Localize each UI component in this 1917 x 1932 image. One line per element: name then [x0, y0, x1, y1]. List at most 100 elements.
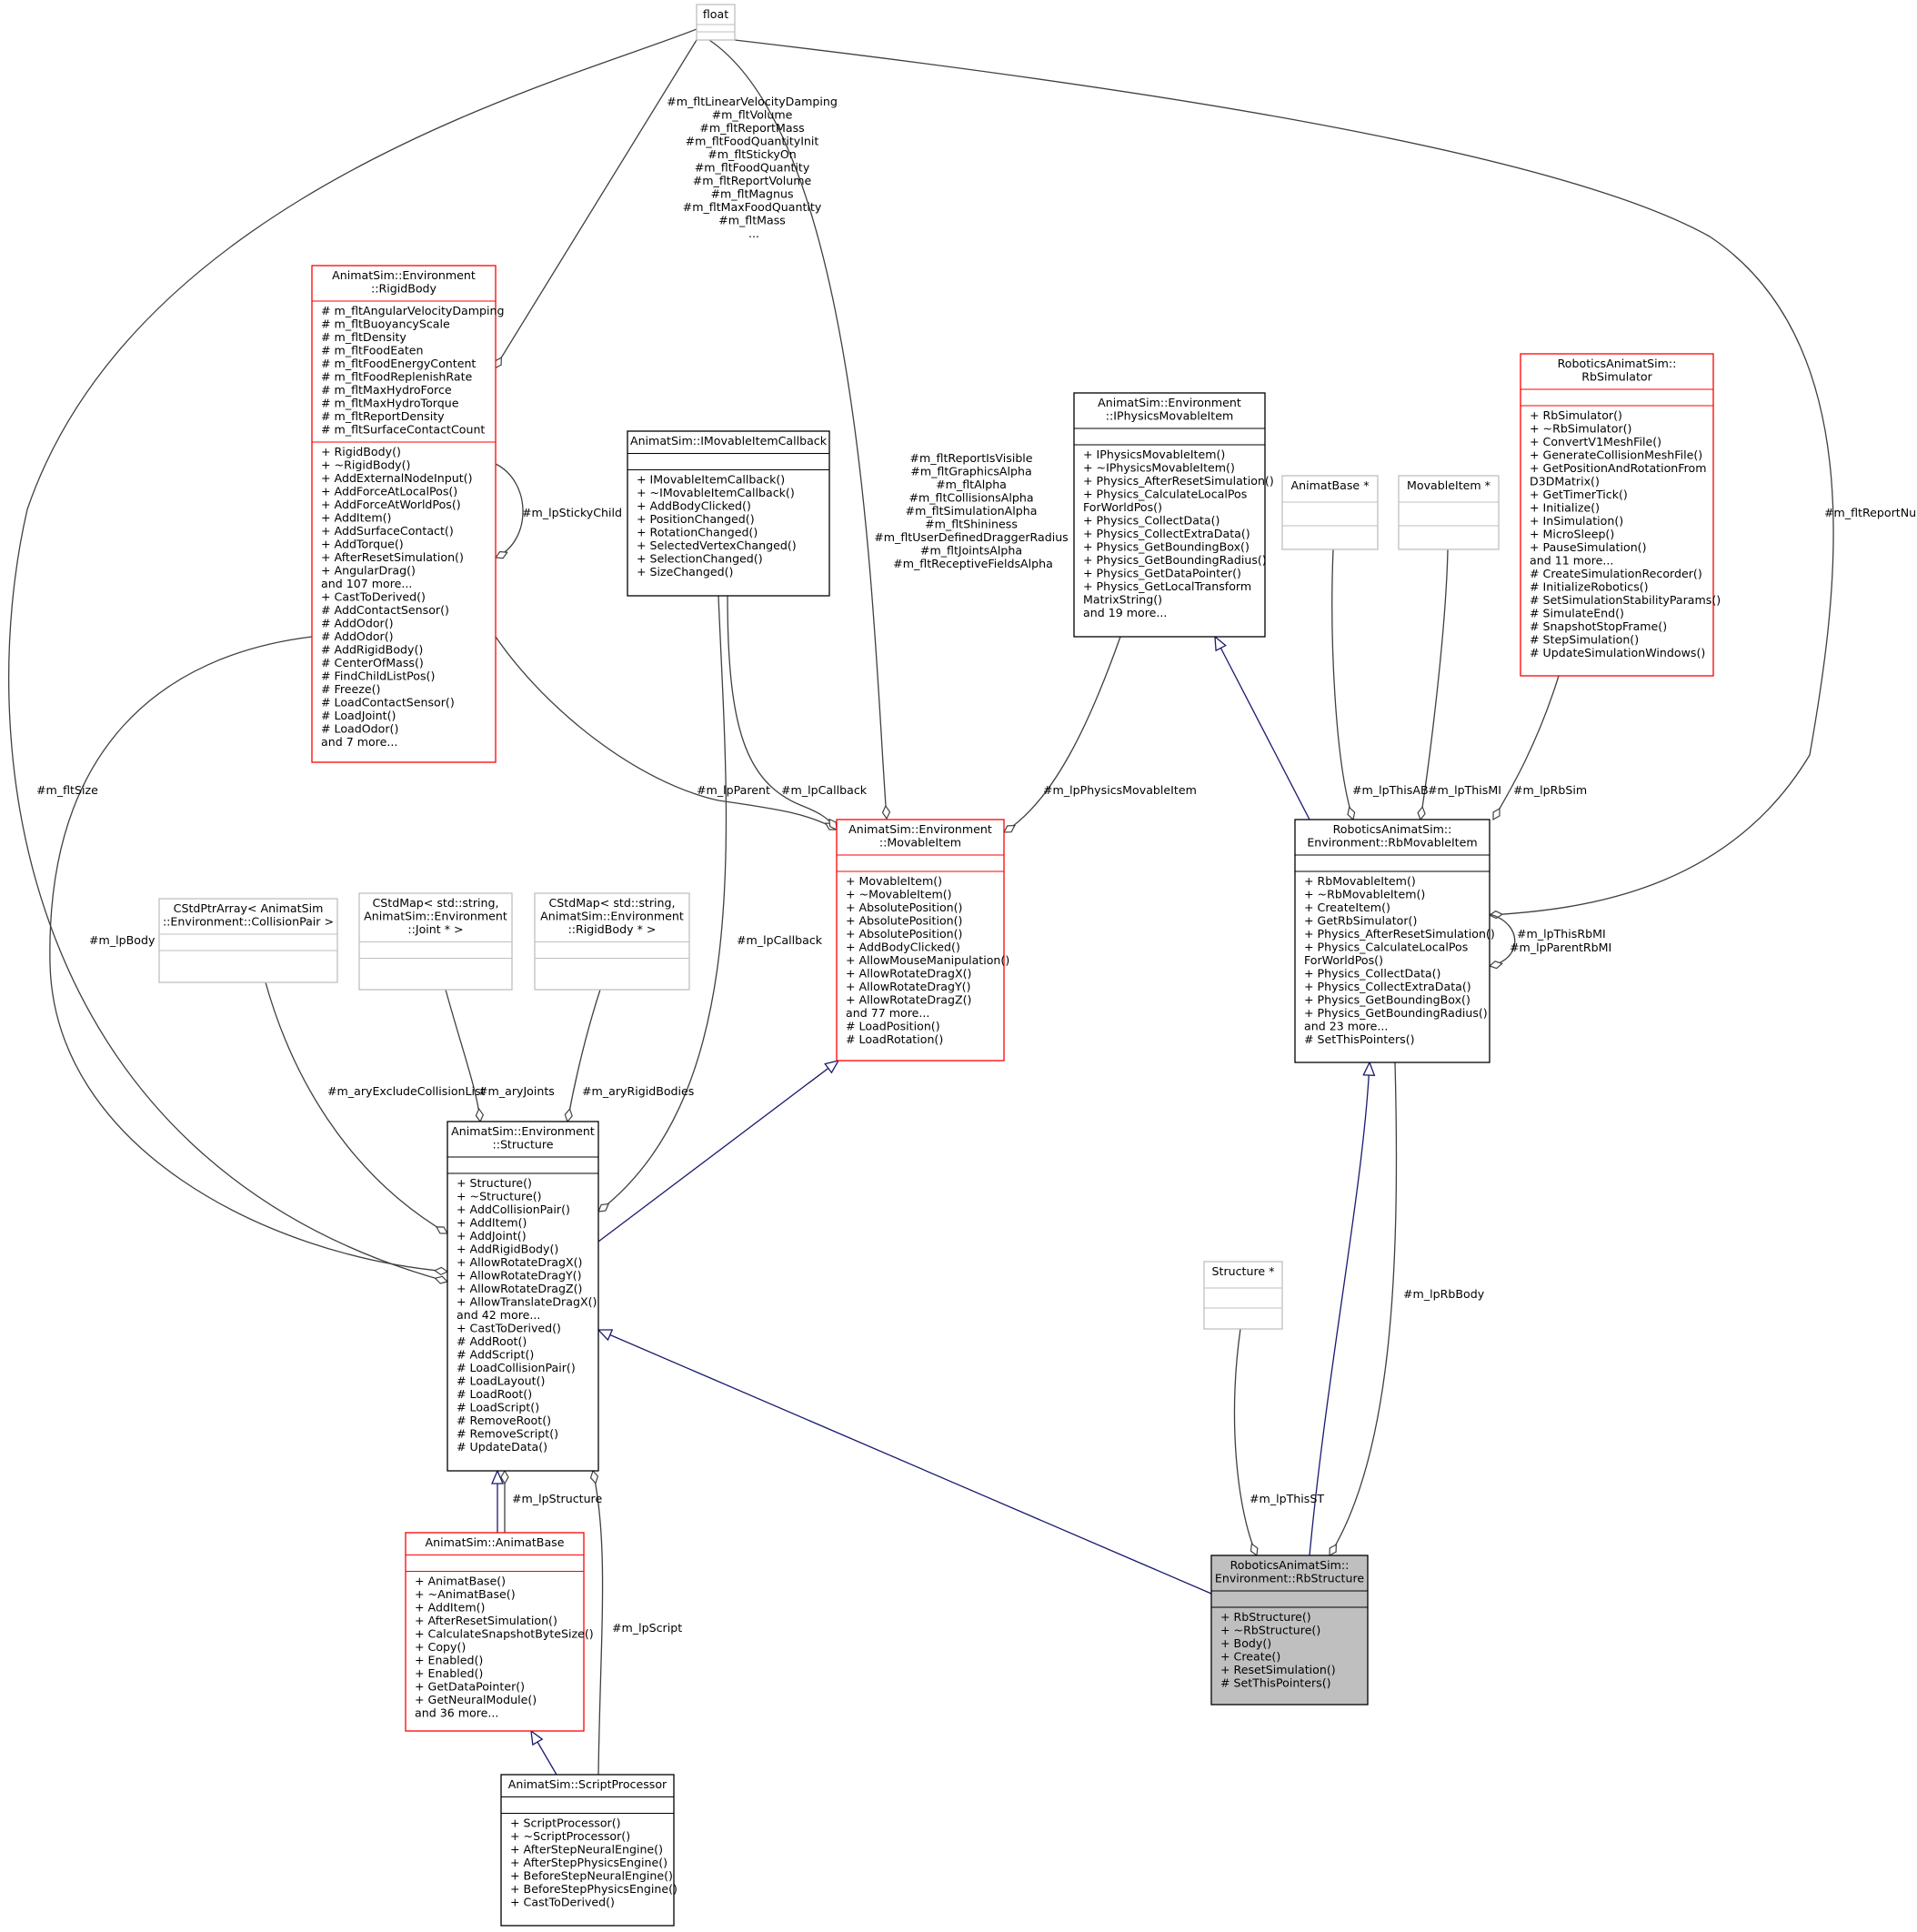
class-method: + Initialize(): [1530, 501, 1600, 515]
class-title: AnimatSim::Environment: [364, 910, 507, 923]
edge-iphysics-movable: [1004, 636, 1121, 832]
label-lpthisrbmi: #m_lpThisRbMI: [1517, 927, 1606, 941]
class-node-scriptproc[interactable]: AnimatSim::ScriptProcessor+ ScriptProces…: [500, 1774, 677, 1927]
class-node-movableitem[interactable]: AnimatSim::Environment::MovableItem+ Mov…: [836, 819, 1009, 1062]
class-method: # StepSimulation(): [1530, 633, 1639, 647]
class-node-rbstructure[interactable]: RoboticsAnimatSim::Environment::RbStruct…: [1210, 1555, 1369, 1706]
class-method: + ~AnimatBase(): [415, 1587, 516, 1601]
class-method: + ~Structure(): [457, 1190, 542, 1203]
edge-rbmovable-self: [1490, 913, 1516, 966]
class-node-rbsimulator[interactable]: RoboticsAnimatSim::RbSimulator+ RbSimula…: [1520, 353, 1721, 677]
class-node-float[interactable]: float: [696, 4, 736, 41]
class-node-movableitemptr[interactable]: MovableItem *: [1398, 475, 1500, 550]
class-method: + CreateItem(): [1304, 901, 1390, 914]
class-method: + BeforeStepPhysicsEngine(): [510, 1882, 677, 1896]
class-method: + Physics_CalculateLocalPos: [1304, 941, 1468, 954]
class-method: + AddExternalNodeInput(): [321, 471, 473, 485]
class-node-structure[interactable]: AnimatSim::Environment::Structure+ Struc…: [447, 1121, 599, 1472]
class-node-rigidbody[interactable]: AnimatSim::Environment::RigidBody# m_flt…: [311, 265, 505, 763]
class-method: + AbsolutePosition(): [846, 927, 962, 941]
class-method: # LoadOdor(): [321, 722, 398, 736]
class-method: + AddSurfaceContact(): [321, 524, 454, 538]
class-method: # AddScript(): [457, 1348, 534, 1362]
class-box: [158, 898, 338, 983]
class-method: + ConvertV1MeshFile(): [1530, 435, 1661, 448]
class-method: # SnapshotStopFrame(): [1530, 619, 1667, 633]
class-method: + InSimulation(): [1530, 514, 1623, 528]
class-method: + AllowRotateDragX(): [457, 1255, 582, 1269]
class-attribute: # m_fltAngularVelocityDamping: [321, 304, 505, 317]
class-title: RoboticsAnimatSim::: [1558, 357, 1677, 370]
edge-animatbaseptr-rbmovable: [1331, 548, 1353, 820]
class-method: + SizeChanged(): [637, 565, 733, 579]
class-title: AnimatSim::Environment: [1098, 396, 1241, 409]
class-title: MovableItem *: [1407, 478, 1490, 492]
class-node-animatbaseptr[interactable]: AnimatBase *: [1281, 475, 1379, 550]
class-method: + ~RbSimulator(): [1530, 422, 1631, 436]
edge-rigidbody-structure-lpbody: [49, 636, 447, 1272]
class-method: + AddItem(): [321, 511, 391, 525]
class-node-animatbase[interactable]: AnimatSim::AnimatBase+ AnimatBase()+ ~An…: [405, 1532, 594, 1732]
class-node-iphysics[interactable]: AnimatSim::Environment::IPhysicsMovableI…: [1073, 392, 1274, 638]
class-title: Environment::RbStructure: [1215, 1572, 1364, 1585]
class-method: + SelectedVertexChanged(): [637, 538, 797, 552]
edge-rbstructure-structure: [598, 1330, 1212, 1595]
class-attribute: # m_fltSurfaceContactCount: [321, 423, 485, 437]
class-method: + AllowRotateDragZ(): [457, 1282, 582, 1295]
class-method: # InitializeRobotics(): [1530, 580, 1649, 594]
edge-rigidbody-movable-lpparent: [495, 636, 837, 830]
class-method: and 7 more...: [321, 735, 397, 749]
class-method: + GetTimerTick(): [1530, 488, 1628, 501]
class-method: + Physics_CalculateLocalPos: [1083, 488, 1247, 501]
class-method: + AddBodyClicked(): [637, 499, 751, 513]
class-box: [1520, 353, 1714, 677]
class-title: RoboticsAnimatSim::: [1333, 822, 1452, 836]
label-aryexclude: #m_aryExcludeCollisionList: [327, 1084, 486, 1098]
class-method: # SetThisPointers(): [1220, 1676, 1331, 1690]
class-method: + RigidBody(): [321, 445, 401, 458]
class-method: + AddForceAtWorldPos(): [321, 498, 461, 511]
label-aryjoints: #m_aryJoints: [478, 1084, 555, 1098]
class-title: float: [703, 7, 728, 21]
class-method: + Physics_GetLocalTransform: [1083, 579, 1251, 593]
class-method: and 77 more...: [846, 1006, 929, 1020]
class-attribute: # m_fltFoodEnergyContent: [321, 357, 476, 370]
class-method: + Enabled(): [415, 1666, 483, 1680]
class-method: + AbsolutePosition(): [846, 914, 962, 928]
class-method: + PauseSimulation(): [1530, 540, 1647, 554]
class-method: and 11 more...: [1530, 554, 1613, 568]
edge-callback-structure: [598, 595, 728, 1212]
class-title: AnimatSim::IMovableItemCallback: [630, 434, 828, 448]
class-node-cstdmapjoint[interactable]: CStdMap< std::string,AnimatSim::Environm…: [358, 892, 513, 991]
class-method: # UpdateData(): [457, 1440, 547, 1454]
class-node-structureptr[interactable]: Structure *: [1203, 1261, 1283, 1330]
class-method: # SimulateEnd(): [1530, 607, 1624, 620]
class-node-cstdptrarray[interactable]: CStdPtrArray< AnimatSim::Environment::Co…: [158, 898, 338, 983]
class-title: CStdMap< std::string,: [549, 896, 676, 910]
class-method: # RemoveRoot(): [457, 1414, 551, 1427]
class-attribute: # m_fltMaxHydroTorque: [321, 397, 459, 410]
class-method: # UpdateSimulationWindows(): [1530, 646, 1705, 659]
class-title: AnimatBase *: [1291, 478, 1370, 492]
class-method: + ~ScriptProcessor(): [510, 1829, 630, 1843]
class-node-rbmovable[interactable]: RoboticsAnimatSim::Environment::RbMovabl…: [1294, 819, 1495, 1063]
class-method: ForWorldPos(): [1304, 953, 1383, 967]
class-method: + AddItem(): [457, 1216, 527, 1230]
class-method: + AddRigidBody(): [457, 1243, 558, 1256]
class-box: [1398, 475, 1500, 550]
class-attribute: # m_fltReportDensity: [321, 409, 445, 423]
class-method: + ~IMovableItemCallback(): [637, 486, 795, 499]
label-lpphysicsmovableitem: #m_lpPhysicsMovableItem: [1043, 783, 1197, 797]
class-node-imovablecb[interactable]: AnimatSim::IMovableItemCallback+ IMovabl…: [627, 430, 830, 597]
class-method: + IMovableItemCallback(): [637, 473, 785, 487]
class-method: + AddItem(): [415, 1601, 485, 1615]
label-lprbsim: #m_lpRbSim: [1513, 783, 1587, 797]
class-box: [1294, 819, 1490, 1063]
class-box: [447, 1121, 599, 1472]
class-method: # SetThisPointers(): [1304, 1032, 1415, 1046]
class-node-cstdmaprb[interactable]: CStdMap< std::string,AnimatSim::Environm…: [534, 892, 690, 991]
edge-rbsimulator-rbmovable: [1493, 675, 1560, 820]
class-title: ::RigidBody: [371, 282, 437, 296]
label-movable-attr-list: #m_fltReportIsVisible #m_fltGraphicsAlph…: [874, 451, 1072, 570]
label-lpthismi: #m_lpThisMI: [1428, 783, 1501, 797]
